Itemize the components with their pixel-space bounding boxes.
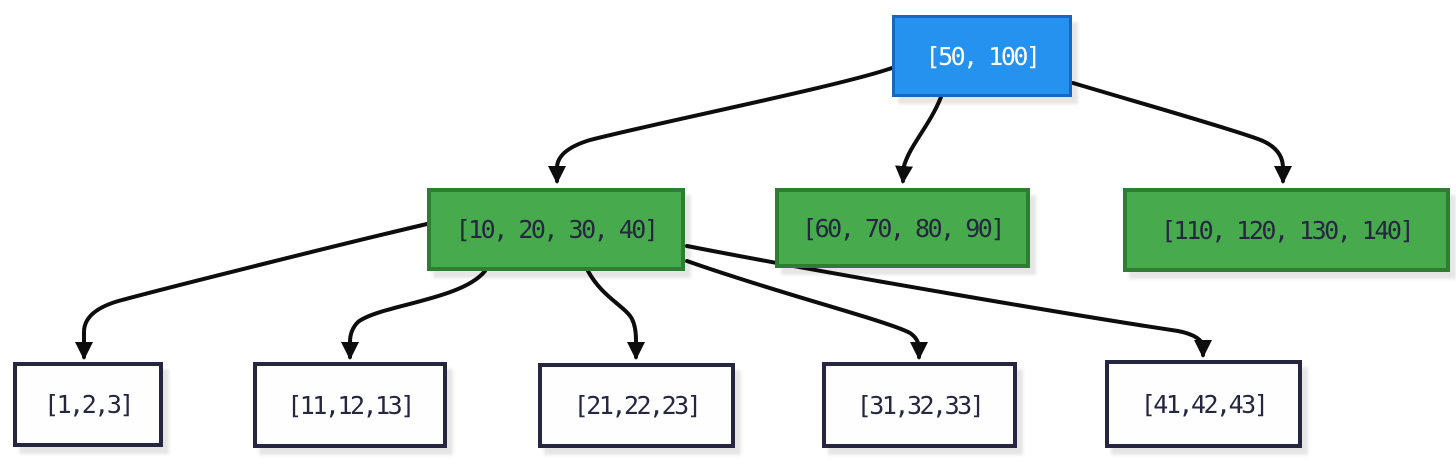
node-label: [11,12,13]	[287, 390, 415, 420]
node-label: [41,42,43]	[1140, 389, 1269, 419]
node-label: [21,22,23]	[573, 391, 702, 420]
node-label: [60, 70, 80, 90]	[802, 213, 1005, 243]
tree-node-root: [50, 100]	[892, 15, 1072, 97]
edge-internal-0-to-leaf-2	[586, 269, 645, 360]
node-label: [1,2,3]	[44, 390, 134, 419]
tree-node-leaf-3: [31,32,33]	[822, 362, 1017, 448]
tree-node-internal-2: [110, 120, 130, 140]	[1123, 188, 1450, 272]
tree-node-leaf-0: [1,2,3]	[13, 362, 163, 447]
node-label: [10, 20, 30, 40]	[455, 215, 659, 244]
edge-internal-0-to-leaf-3	[685, 259, 928, 360]
node-label: [31,32,33]	[856, 390, 985, 420]
edge-root-to-internal-2	[1071, 81, 1292, 184]
tree-node-leaf-2: [21,22,23]	[538, 363, 735, 448]
tree-node-leaf-1: [11,12,13]	[253, 362, 447, 448]
edge-internal-0-to-leaf-1	[341, 269, 487, 360]
node-label: [50, 100]	[925, 41, 1041, 71]
tree-node-leaf-4: [41,42,43]	[1105, 360, 1302, 448]
edge-root-to-internal-0	[548, 66, 894, 184]
node-label: [110, 120, 130, 140]	[1160, 215, 1415, 245]
edge-root-to-internal-1	[895, 95, 943, 184]
tree-node-internal-0: [10, 20, 30, 40]	[427, 188, 685, 271]
edge-internal-0-to-leaf-0	[75, 222, 429, 360]
tree-node-internal-1: [60, 70, 80, 90]	[775, 188, 1030, 268]
